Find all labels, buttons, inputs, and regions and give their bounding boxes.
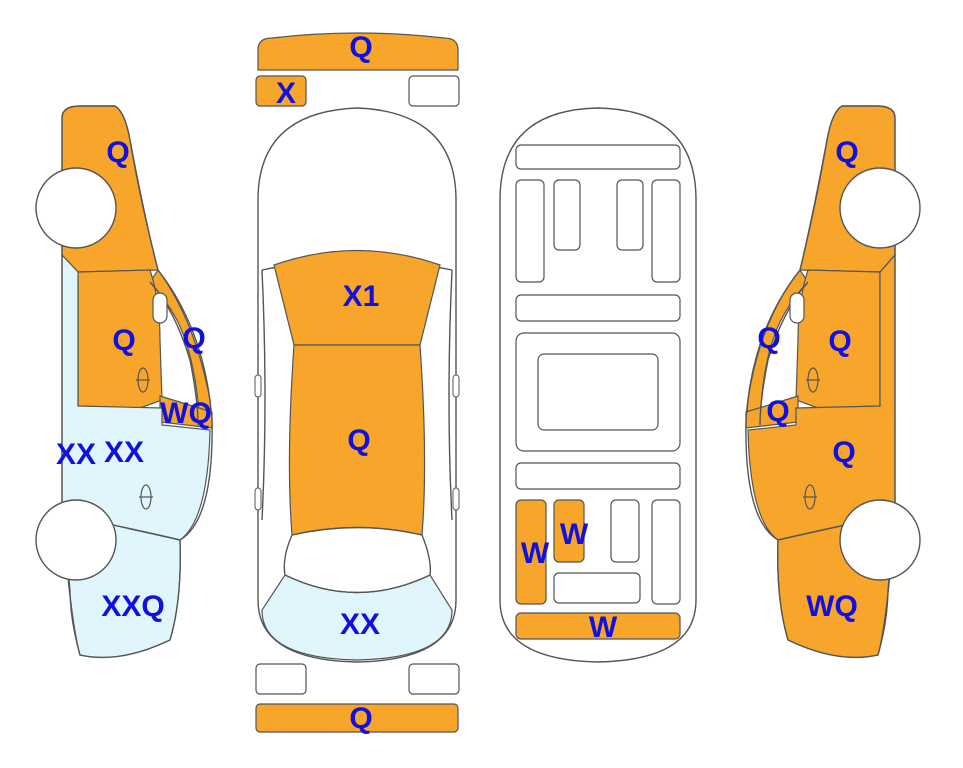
floor-rear-left-panel[interactable] <box>515 499 547 605</box>
left-rear-door-label-a: XX <box>56 438 96 471</box>
hood-label: X1 <box>343 280 380 313</box>
left-sill-label: WQ <box>160 397 212 430</box>
left-rear-wheel <box>35 499 117 581</box>
top-view: Q X X1 Q XX Q <box>254 31 460 735</box>
left-rear-door-label-b: XX <box>104 436 144 469</box>
headlight-left-label: X <box>276 77 296 110</box>
left-mirror <box>152 292 168 324</box>
roof-label: Q <box>347 424 370 457</box>
floor-rear-left-label: W <box>521 537 550 570</box>
trunk-lid-label: XX <box>340 608 380 641</box>
taillight-left-panel[interactable] <box>255 663 307 695</box>
left-front-fender-label: Q <box>106 136 129 169</box>
right-rear-wheel <box>839 499 921 581</box>
front-bumper-label: Q <box>349 31 372 64</box>
rear-bumper-panel[interactable] <box>255 703 459 733</box>
front-bumper-panel[interactable] <box>257 32 459 71</box>
floor-rear-end-panel[interactable] <box>515 612 681 640</box>
right-front-fender-label: Q <box>835 136 858 169</box>
floor-rear-center-panel[interactable] <box>553 499 585 563</box>
underbody-view: W W W <box>499 107 697 663</box>
right-sill-label: Q <box>766 395 789 428</box>
right-rear-door-label: Q <box>832 436 855 469</box>
floor-rear-center-label: W <box>560 518 589 551</box>
left-rear-quarter-label: XXQ <box>101 590 164 623</box>
right-a-pillar-label: Q <box>757 322 780 355</box>
right-front-door-label: Q <box>828 325 851 358</box>
left-a-pillar-label: Q <box>182 322 205 355</box>
headlight-right-panel[interactable] <box>408 75 460 107</box>
left-front-wheel <box>35 167 117 249</box>
left-front-door-label: Q <box>112 324 135 357</box>
headlight-left-panel[interactable] <box>255 75 307 107</box>
right-front-wheel <box>839 167 921 249</box>
left-side-view: Q Q Q WQ XX XX XXQ <box>35 105 213 659</box>
taillight-right-panel[interactable] <box>408 663 460 695</box>
rear-bumper-label: Q <box>349 702 372 735</box>
hood-panel[interactable] <box>273 249 441 346</box>
floor-rear-end-label: W <box>589 611 618 644</box>
right-rear-quarter-label: WQ <box>806 590 858 623</box>
right-mirror <box>789 292 805 324</box>
right-side-view: Q Q Q Q Q WQ <box>745 105 921 659</box>
